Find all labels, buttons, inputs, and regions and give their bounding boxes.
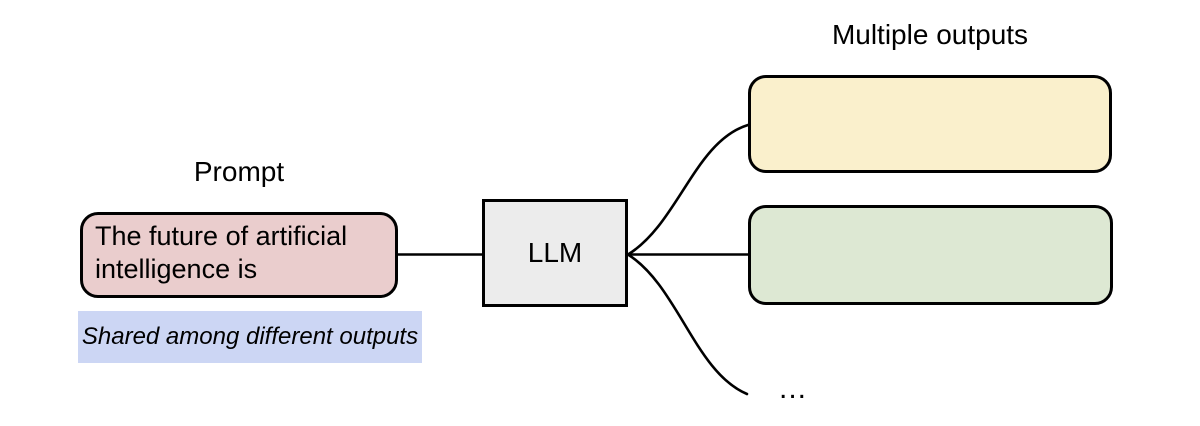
- prompt-label: Prompt: [193, 156, 285, 187]
- prompt-text-line-2: intelligence is: [95, 254, 258, 284]
- llm-label: LLM: [527, 237, 583, 268]
- output-box-2: [748, 205, 1113, 305]
- shared-note: Shared among different outputs: [78, 311, 422, 363]
- connector-llm-to-more-outputs: [626, 253, 749, 396]
- connector-llm-to-output-1: [626, 123, 750, 256]
- prompt-text-line-1: The future of artificial: [95, 221, 348, 251]
- prompt-box: The future of artificial intelligence is: [80, 212, 398, 298]
- outputs-label: Multiple outputs: [831, 19, 1029, 50]
- llm-box: LLM: [482, 199, 628, 307]
- output-box-1: [748, 75, 1112, 173]
- more-outputs-ellipsis: ...: [779, 372, 808, 405]
